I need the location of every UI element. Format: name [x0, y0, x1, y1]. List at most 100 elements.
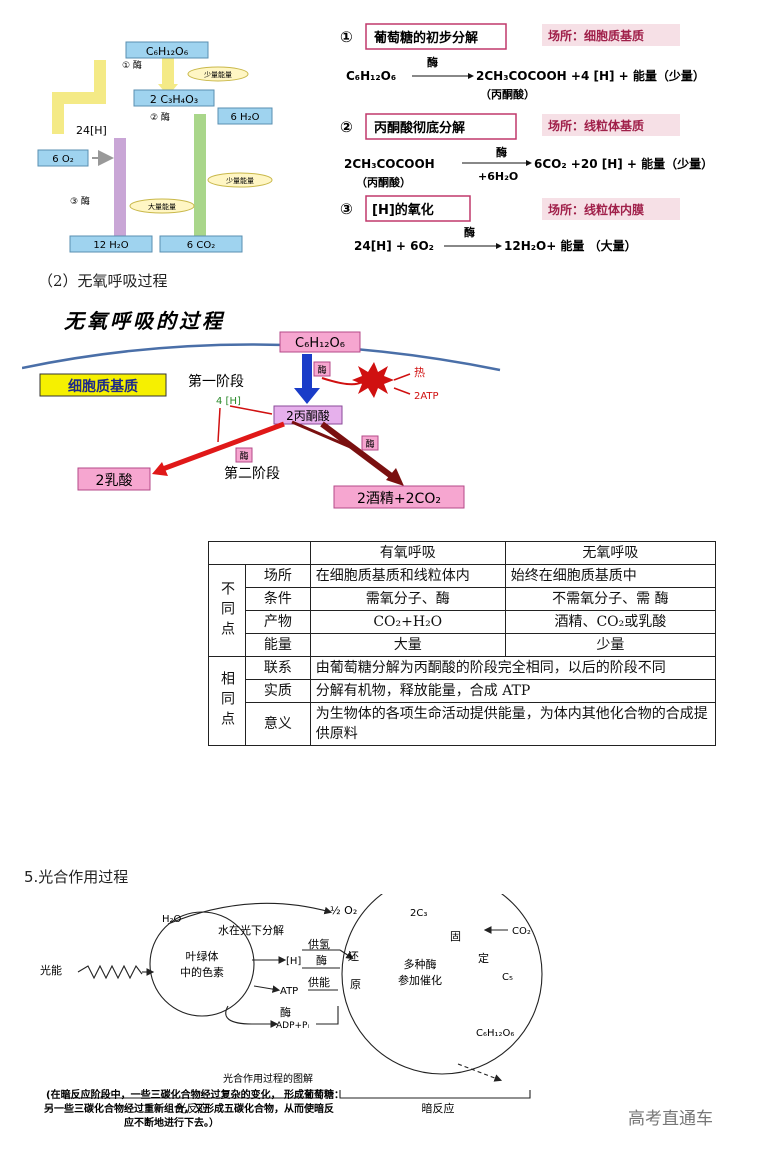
cell: 酒精、CO₂或乳酸: [504, 610, 717, 634]
heat-label: 热: [414, 366, 425, 379]
cell: 场所: [245, 564, 311, 588]
c5-label: C₅: [502, 972, 513, 983]
cell: 不需氧分子、需 酶: [504, 587, 717, 611]
stage1-label: 第一阶段: [188, 373, 244, 390]
enzyme3-label: ③ 酶: [70, 195, 90, 207]
step2-left: 2CH₃COCOOH: [344, 157, 435, 171]
enzyme-box-3: [361, 435, 379, 451]
pigment-line1: 叶绿体: [186, 949, 219, 963]
cell: 分解有机物，释放能量，合成 ATP: [309, 679, 717, 703]
enzyme-b-label: 酶: [280, 1006, 291, 1019]
note-line1: (在暗反应阶段中，一些三碳化合物经过复杂的变化， 形成葡萄糖：: [46, 1088, 344, 1101]
pyruvate-box: [133, 89, 215, 107]
enzyme-label-2: 酶: [239, 450, 248, 462]
light-reaction-label: 光反应: [176, 1101, 209, 1115]
alcohol-label: 2酒精+2CO₂: [357, 491, 441, 507]
same-label: 相同点: [208, 656, 246, 746]
enzyme-box-1: [313, 361, 331, 377]
pigment-line2: 中的色素: [180, 965, 224, 979]
note-line3: 应不断地进行下去。）: [124, 1116, 219, 1129]
large-energy: 大量能量: [148, 202, 176, 211]
pyruvate-label: 2 C₃H₄O₃: [150, 93, 198, 106]
enzyme-label-1: 酶: [317, 364, 326, 376]
h2o-label: H₂O: [162, 914, 182, 925]
header-anaerobic: 无氧呼吸: [504, 541, 717, 565]
step2-place: 场所：线粒体基质: [548, 118, 644, 133]
lactic-box: [77, 467, 151, 491]
header-aerobic: 有氧呼吸: [309, 541, 506, 565]
step2-name-box: [365, 113, 517, 140]
photosynthesis-heading: 5.光合作用过程: [24, 868, 129, 886]
supply-e-label: 供能: [308, 975, 330, 989]
enzyme-a-label: 酶: [316, 954, 327, 967]
enzyme1-label: ① 酶: [122, 59, 142, 71]
cell: CO₂+H₂O: [309, 610, 506, 634]
water-out-box: [69, 235, 153, 253]
dark-reaction-label: 暗反应: [422, 1101, 455, 1115]
cell: 产物: [245, 610, 311, 634]
glucose-label: C₆H₁₂O₆: [295, 336, 345, 351]
small-energy-2: 少量能量: [226, 176, 254, 185]
enzyme-box-2: [235, 447, 253, 463]
pyruvate-box: [273, 405, 343, 425]
dark-cycle-circle: [341, 894, 543, 1075]
note-line2: 另一些三碳化合物经过重新组合，又形成五碳化合物，从而使暗反: [44, 1102, 334, 1115]
step2-note: （丙酮酸）: [356, 175, 411, 189]
reduce-label-1: 还: [348, 950, 359, 963]
enzyme2-label: ② 酶: [150, 111, 170, 123]
header-blank-1: [208, 541, 311, 565]
h-label: [H]: [286, 956, 301, 967]
table-row: 意义 为生物体的各项生命活动提供能量，为体内其他化合物的合成提供原料: [209, 702, 717, 746]
co2-label: CO₂: [512, 926, 531, 937]
step3-right: 12H₂O+ 能量 （大量）: [504, 238, 637, 253]
table-row: 实质 分解有机物，释放能量，合成 ATP: [209, 679, 717, 703]
o2-box: [37, 149, 89, 167]
step1-name-box: [365, 23, 507, 50]
aerobic-steps: ① 葡萄糖的初步分解 场所：细胞质基质 酶 C₆H₁₂O₆ 2CH₃COCOOH…: [340, 23, 713, 253]
table-row: 产物 CO₂+H₂O 酒精、CO₂或乳酸: [209, 610, 717, 634]
light-energy-label: 光能: [40, 963, 62, 977]
cell: 实质: [245, 679, 311, 703]
cell: 意义: [245, 702, 311, 746]
water-in-box: [217, 107, 273, 125]
lactic-label: 2乳酸: [96, 473, 133, 489]
multi-enzyme-line2: 参加催化: [398, 973, 442, 987]
cytoplasm-label: 细胞质基质: [68, 378, 138, 395]
anaerobic-heading: （2）无氧呼吸过程: [38, 272, 168, 290]
table-row: 相同点 联系 由葡萄糖分解为丙酮酸的阶段完全相同，以后的阶段不同: [208, 656, 717, 746]
adp-label: ADP+Pᵢ: [276, 1021, 309, 1031]
half-o2-label: ½ O₂: [330, 904, 357, 917]
water-out-label: 12 H₂O: [93, 240, 128, 251]
cell: 大量: [309, 633, 506, 657]
step1-num: ①: [340, 28, 353, 46]
photosynthesis-diagram: H₂O ½ O₂ 水在光下分解 光能 叶绿体 中的色素 [H] 供氢 酶 供能 …: [40, 894, 543, 1129]
step2-name: 丙酮酸彻底分解: [374, 120, 465, 136]
step1-right: 2CH₃COCOOH +4 [H] + 能量（少量）: [476, 68, 705, 83]
cell: 由葡萄糖分解为丙酮酸的阶段完全相同，以后的阶段不同: [309, 656, 717, 680]
table-row: 条件 需氧分子、酶 不需氧分子、需 酶: [209, 587, 717, 611]
small-energy-oval-2: [207, 172, 273, 188]
step3-place-box: [542, 198, 680, 220]
step2-right: 6CO₂ +20 [H] + 能量（少量）: [534, 156, 713, 171]
watermark: 高考直通车: [628, 1109, 713, 1129]
water-in-label: 6 H₂O: [231, 112, 260, 123]
step1-place-box: [542, 24, 680, 46]
step3-name-box: [365, 195, 471, 222]
fix-label-2: 定: [478, 951, 489, 965]
step3-left: 24[H] + 6O₂: [354, 239, 434, 253]
atp-label: 2ATP: [414, 391, 439, 402]
o2-label: 6 O₂: [52, 154, 73, 165]
step3-num: ③: [340, 200, 353, 218]
step2-place-box: [542, 114, 680, 136]
atp-label: ATP: [280, 986, 298, 997]
supply-h-label: 供氢: [308, 937, 330, 951]
co2-label: 6 CO₂: [187, 240, 215, 251]
table-header-row: 有氧呼吸 无氧呼吸: [208, 541, 717, 565]
step1-name: 葡萄糖的初步分解: [373, 30, 478, 46]
cell: 少量: [504, 633, 717, 657]
step1-note: （丙酮酸）: [480, 87, 535, 101]
cell: 需氧分子、酶: [309, 587, 506, 611]
stage2-label: 第二阶段: [224, 465, 280, 482]
caption: 光合作用过程的图解: [223, 1072, 313, 1085]
membrane-curve: [22, 343, 501, 372]
